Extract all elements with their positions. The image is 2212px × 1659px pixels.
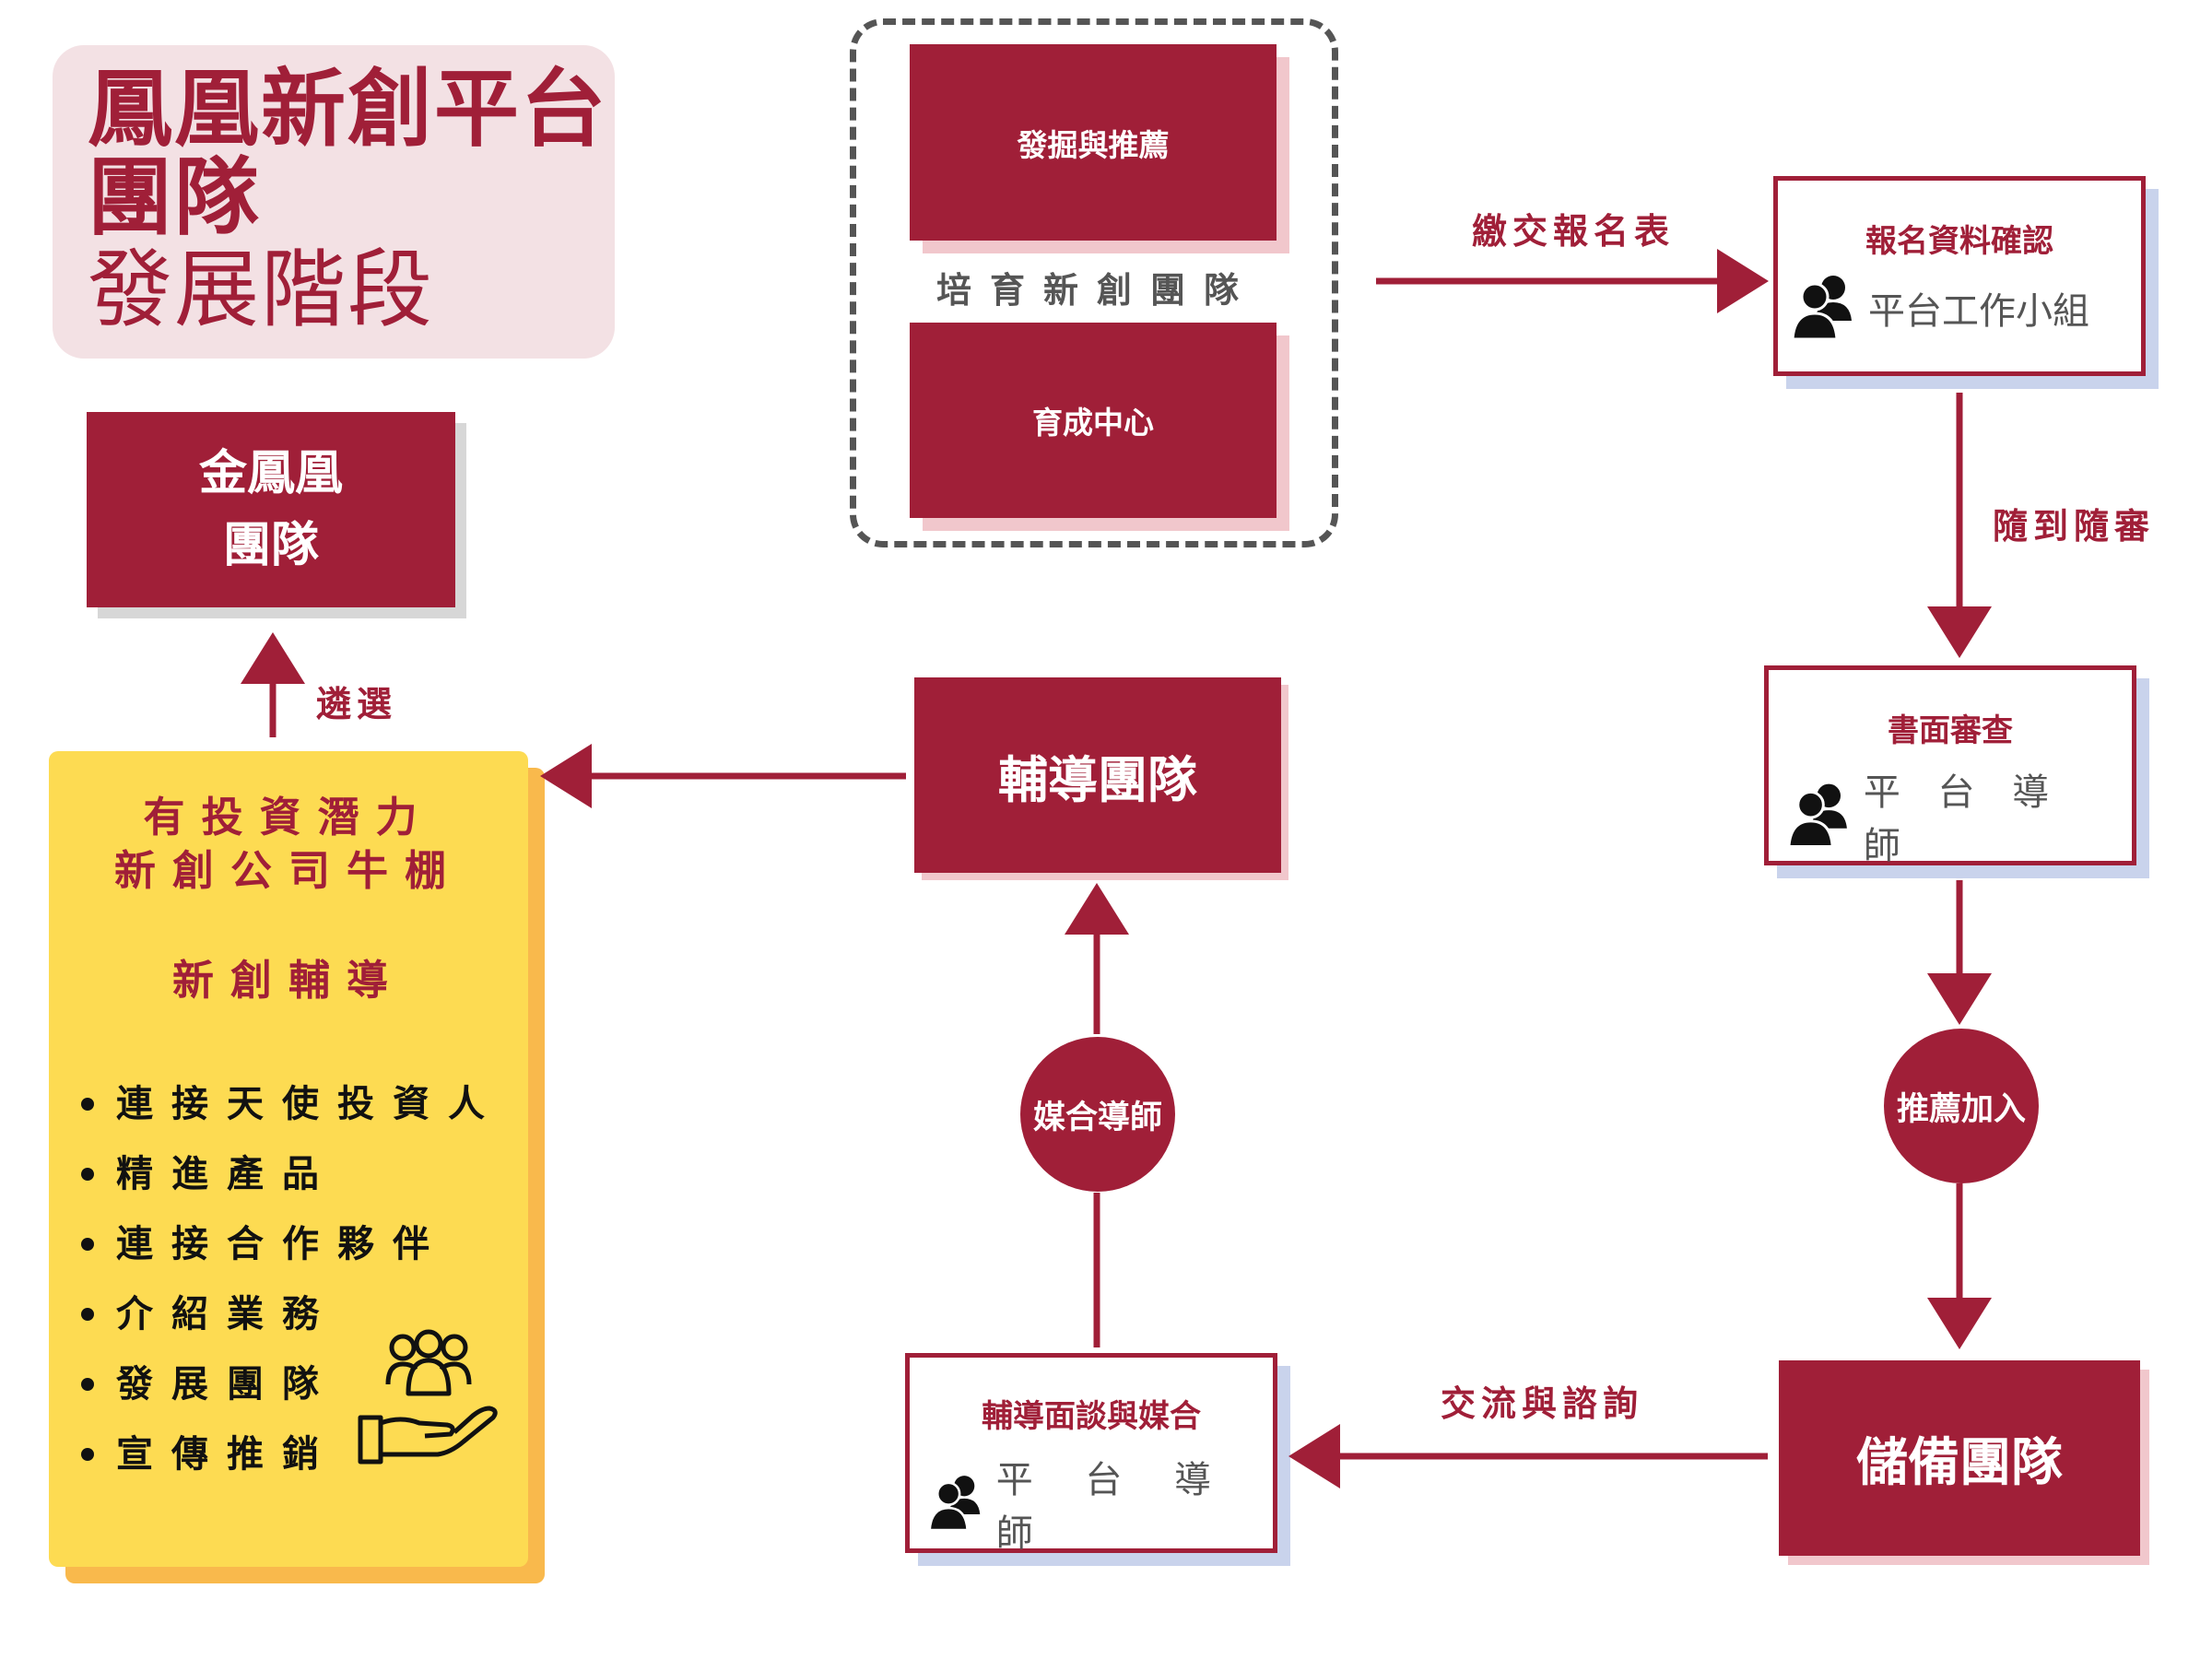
list-item: 宣傳推銷 xyxy=(81,1419,503,1489)
potential-startups-panel xyxy=(49,751,528,1567)
people-icon xyxy=(1791,276,1852,341)
registration-confirm-box: 報名資料確認 平台工作小組 xyxy=(1773,176,2146,376)
exchange-consult-label: 交流與諮詢 xyxy=(1441,1383,1644,1424)
incubation-center-box: 育成中心 xyxy=(910,323,1277,518)
list-item: 介紹業務 xyxy=(81,1279,503,1349)
list-item: 精進產品 xyxy=(81,1139,503,1209)
document-review-role: 平 台 導 師 xyxy=(1863,771,2063,867)
incubation-group-frame xyxy=(850,18,1338,547)
panel-head-line-1: 有投資潛力 xyxy=(143,793,434,841)
registration-confirm-title: 報名資料確認 xyxy=(1865,223,2053,260)
incubation-group-label: 培育新創團隊 xyxy=(935,270,1257,311)
title-line-3: 發展階段 xyxy=(88,241,435,339)
interview-matching-box: 輔導面談與媒合 平 台 導 師 xyxy=(905,1353,1277,1555)
title-line-2: 團隊 xyxy=(88,148,262,247)
incubation-center-label: 育成中心 xyxy=(1032,405,1154,441)
interview-role: 平 台 導 師 xyxy=(995,1459,1232,1555)
submit-form-label: 繳交報名表 xyxy=(1472,211,1676,252)
interview-matching-title: 輔導面談與媒合 xyxy=(982,1398,1201,1435)
gold-team-line-1: 金鳳凰 xyxy=(198,446,343,501)
coaching-team-label: 輔導團隊 xyxy=(998,750,1197,809)
recommend-join-label: 推薦加入 xyxy=(1896,1090,2026,1128)
people-icon xyxy=(1787,783,1847,848)
list-item: 連接合作夥伴 xyxy=(81,1209,503,1279)
selection-label: 遴選 xyxy=(316,684,398,724)
title-block: 鳳凰新創平台 團隊 發展階段 xyxy=(53,45,615,359)
match-mentor-circle: 媒合導師 xyxy=(1020,1037,1175,1192)
discover-recommend-label: 發掘與推薦 xyxy=(1017,126,1170,163)
rolling-review-label: 隨到隨審 xyxy=(1993,506,2156,547)
gold-phoenix-team-box: 金鳳凰 團隊 xyxy=(87,412,455,607)
list-item: 發展團隊 xyxy=(81,1349,503,1419)
coaching-services-list: 連接天使投資人 精進產品 連接合作夥伴 介紹業務 發展團隊 宣傳推銷 xyxy=(81,1069,503,1489)
coaching-team-box: 輔導團隊 xyxy=(914,677,1281,873)
title-line-1: 鳳凰新創平台 xyxy=(88,60,608,159)
hand-people-icon xyxy=(358,1329,498,1465)
registration-role-row: 平台工作小組 xyxy=(1791,273,2089,343)
document-review-box: 書面審查 平 台 導 師 xyxy=(1764,665,2136,867)
match-mentor-label: 媒合導師 xyxy=(1032,1099,1162,1136)
reserve-team-label: 儲備團隊 xyxy=(1856,1432,2063,1493)
gold-team-line-2: 團隊 xyxy=(222,518,319,573)
panel-subhead: 新創輔導 xyxy=(171,956,405,1005)
people-icon xyxy=(928,1476,981,1532)
registration-role: 平台工作小組 xyxy=(1868,290,2089,333)
recommend-join-circle: 推薦加入 xyxy=(1884,1029,2039,1183)
panel-head-line-2: 新創公司牛棚 xyxy=(113,846,463,895)
interview-role-row: 平 台 導 師 xyxy=(928,1450,1273,1557)
document-review-title: 書面審查 xyxy=(1888,712,2013,749)
document-review-role-row: 平 台 導 師 xyxy=(1787,762,2132,869)
reserve-team-box: 儲備團隊 xyxy=(1779,1360,2140,1556)
list-item: 連接天使投資人 xyxy=(81,1069,503,1139)
discover-recommend-box: 發掘與推薦 xyxy=(910,44,1277,241)
